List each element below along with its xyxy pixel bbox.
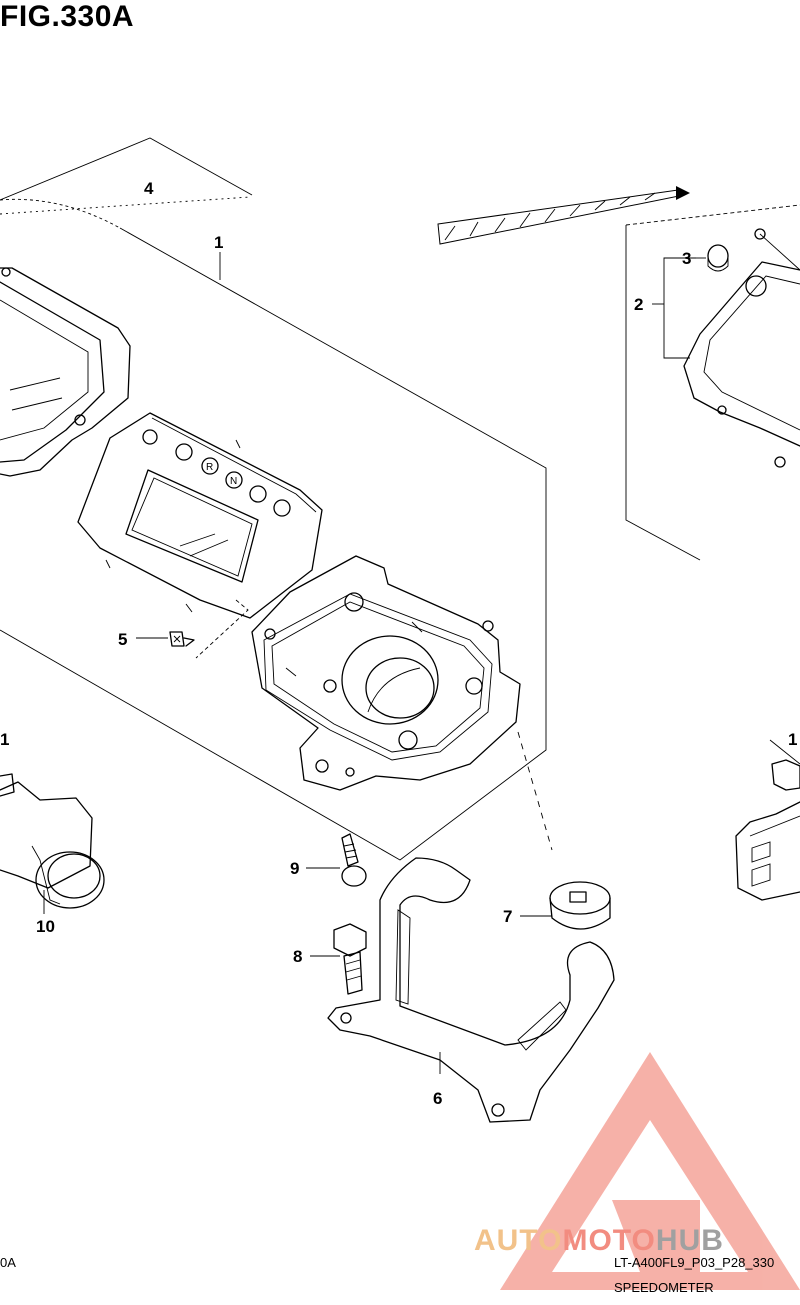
assembly-1-outline bbox=[0, 137, 547, 861]
watermark-logo-icon bbox=[500, 1052, 800, 1290]
connector-right-part bbox=[735, 739, 800, 901]
callout-5: 5 bbox=[118, 630, 127, 649]
watermark-text: AUTOMOTOHUB bbox=[474, 1224, 724, 1258]
callout-left-edge: 1 bbox=[0, 730, 9, 749]
assembly-2-outline bbox=[625, 204, 800, 561]
section-name: SPEEDOMETER bbox=[614, 1280, 714, 1295]
screw-9-part bbox=[306, 833, 367, 887]
callout-2: 2 bbox=[634, 295, 643, 314]
watermark-moto: MOTO bbox=[562, 1224, 656, 1257]
meter-housing-left bbox=[0, 267, 131, 477]
leader-lines bbox=[219, 252, 706, 305]
screw-5-part bbox=[136, 631, 195, 647]
callout-4: 4 bbox=[144, 179, 154, 198]
bracket-6-part bbox=[327, 857, 615, 1123]
direction-arrow-icon bbox=[437, 186, 690, 245]
callout-right-edge: 1 bbox=[788, 730, 797, 749]
watermark-hub: HUB bbox=[655, 1224, 724, 1257]
callout-6: 6 bbox=[433, 1089, 442, 1108]
speed-sensor-10-part bbox=[0, 773, 105, 914]
indicator-r-label: R bbox=[206, 462, 213, 473]
callout-1: 1 bbox=[214, 233, 223, 252]
callout-7: 7 bbox=[503, 907, 512, 926]
watermark-auto: AUTO bbox=[474, 1224, 563, 1257]
display-cover-panel bbox=[77, 412, 323, 659]
bolt-8-part bbox=[310, 923, 367, 995]
callout-2-bracket bbox=[660, 257, 696, 359]
meter-base-housing bbox=[251, 555, 553, 851]
meter-assembly-right bbox=[683, 228, 800, 468]
callout-10: 10 bbox=[36, 917, 55, 936]
grommet-7-part bbox=[520, 881, 611, 930]
callout-3: 3 bbox=[682, 249, 691, 268]
left-code-fragment: 0A bbox=[0, 1255, 16, 1270]
figure-title: FIG.330A bbox=[0, 0, 135, 33]
callout-9: 9 bbox=[290, 859, 299, 878]
callout-8: 8 bbox=[293, 947, 302, 966]
model-code: LT-A400FL9_P03_P28_330 bbox=[614, 1255, 775, 1270]
indicator-n-label: N bbox=[230, 476, 237, 487]
